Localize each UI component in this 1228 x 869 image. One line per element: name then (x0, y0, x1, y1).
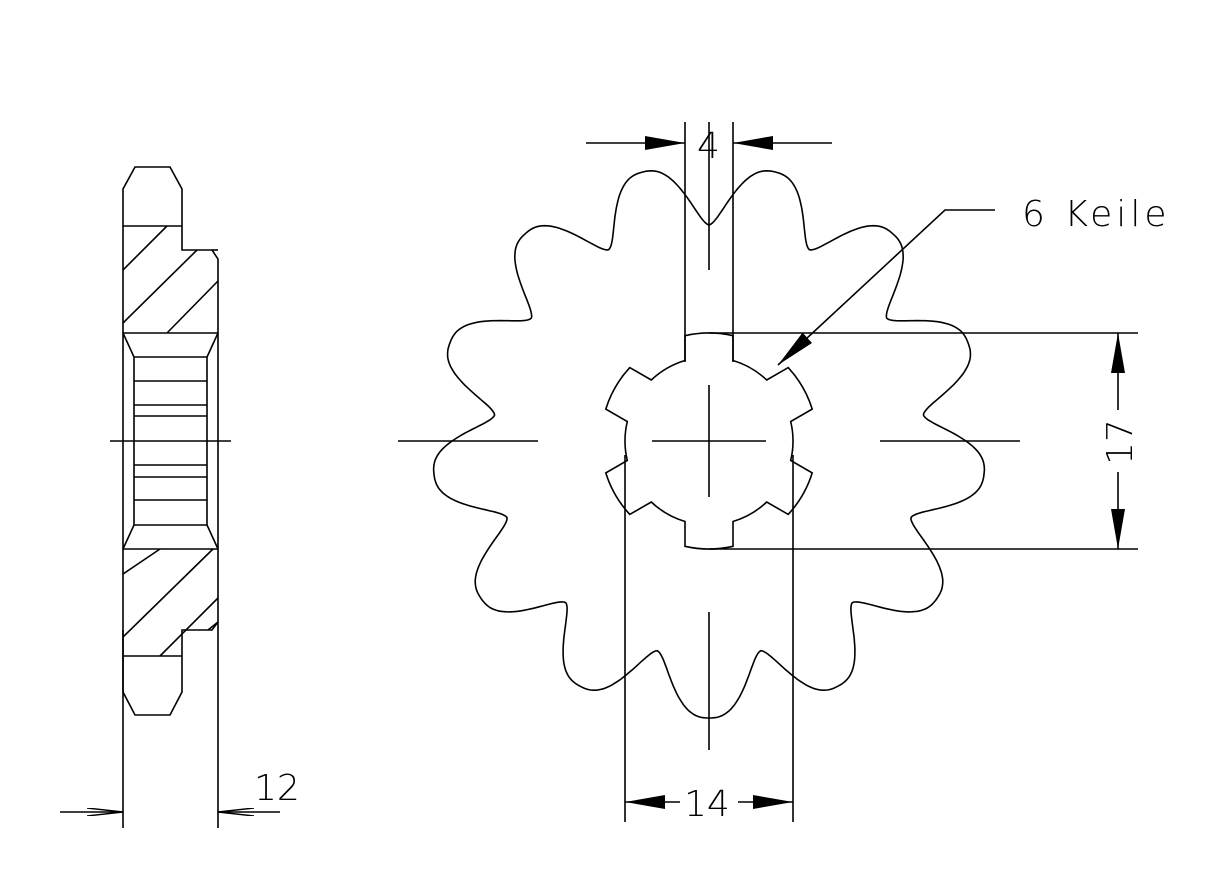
side-view (110, 166, 231, 828)
dim-17-label: 17 (1100, 419, 1141, 465)
section-hatching (122, 225, 219, 657)
dim-14-label: 14 (684, 784, 730, 825)
centerlines (398, 122, 1020, 750)
keys-label: 6 Keile (1022, 194, 1170, 235)
spline-bore-outline (604, 332, 814, 550)
dimension-14: 14 (624, 455, 794, 825)
dimension-17: 17 (709, 332, 1141, 550)
dim-4-label: 4 (697, 126, 720, 167)
front-view (398, 122, 1020, 750)
keys-leader: 6 Keile (777, 194, 1170, 366)
side-outline-bottom (122, 621, 219, 716)
dimension-4: 4 (586, 122, 832, 362)
dimension-12: 12 (60, 768, 300, 812)
spline-lines (134, 356, 207, 526)
dim-12-label: 12 (254, 768, 300, 809)
side-outline (122, 166, 219, 828)
